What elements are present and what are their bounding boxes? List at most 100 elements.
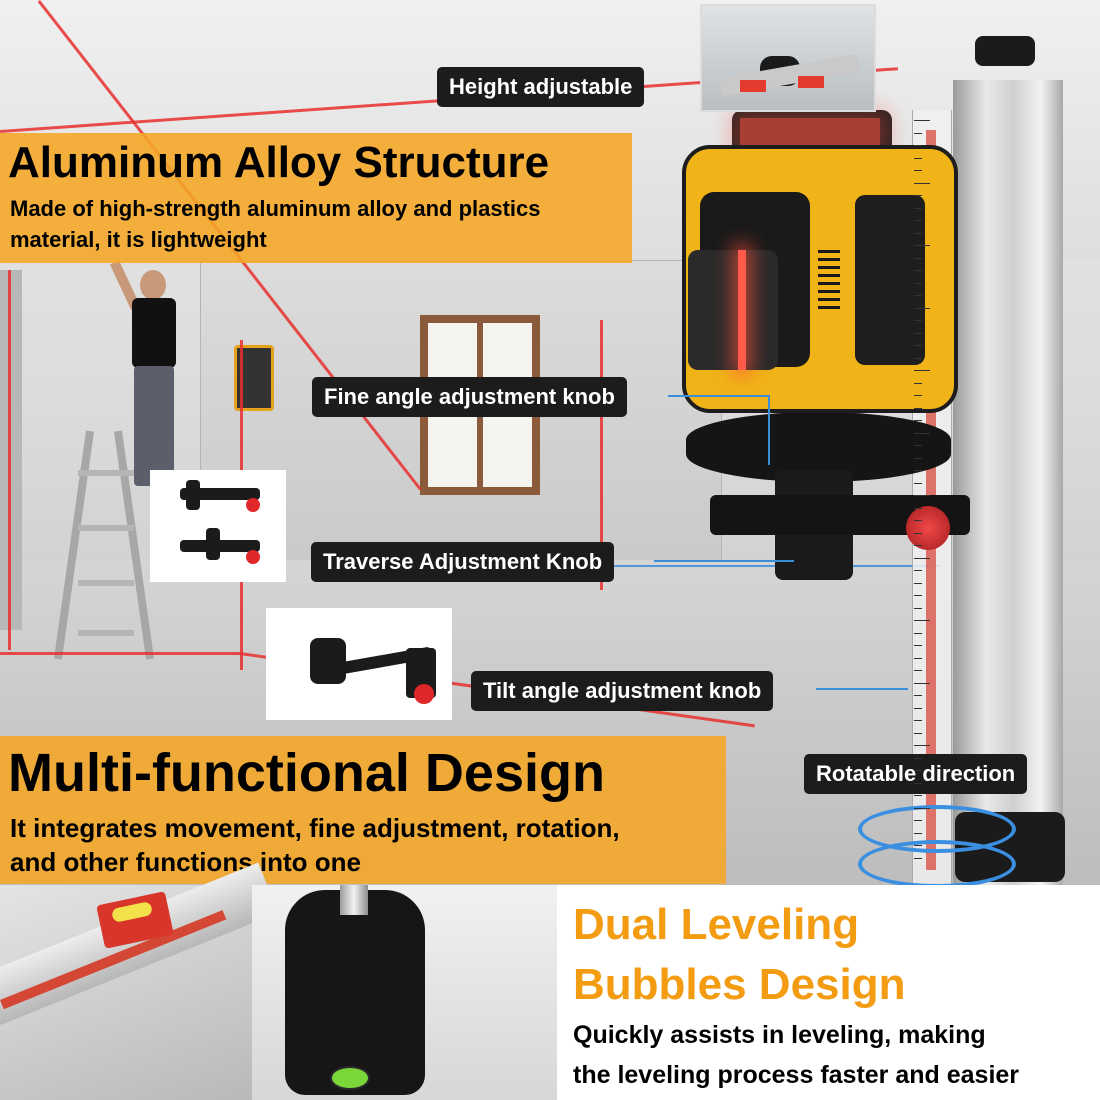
pointer-line [654, 560, 794, 562]
pole-top-knob[interactable] [975, 36, 1035, 66]
rotation-arrows-icon [858, 840, 1016, 888]
ruler-tick [914, 145, 922, 146]
ruler-tick [914, 595, 922, 596]
ruler-tick [914, 707, 922, 709]
worker-figure [109, 260, 190, 490]
ruler-tick [914, 370, 930, 371]
ruler-tick [914, 420, 922, 421]
door-frame [0, 270, 22, 630]
ruler-tick [914, 570, 922, 571]
ruler-tick [914, 645, 922, 646]
laser-emitter-window [688, 250, 778, 370]
ruler-tick [914, 157, 922, 159]
ruler-tick [914, 282, 922, 284]
laser-emitter-glow [738, 250, 746, 370]
ruler-tick [914, 557, 930, 559]
ruler-tick [914, 457, 922, 459]
traverse-knob-label: Traverse Adjustment Knob [311, 542, 615, 582]
ruler-tick [914, 482, 922, 484]
aluminum-desc-line2: material, it is lightweight [10, 227, 267, 252]
bubble-vial-icon [330, 1066, 370, 1090]
mount-screw [340, 885, 368, 915]
laser-top-glow [740, 118, 880, 148]
ruler-tick [914, 532, 922, 534]
ladder [54, 430, 154, 660]
ruler-tick [914, 257, 922, 259]
ruler-tick [914, 320, 922, 321]
tilt-part-inset [266, 608, 452, 720]
ruler-tick [914, 407, 922, 409]
ruler-tick [914, 495, 930, 496]
ruler-tick [914, 845, 922, 846]
multi-functional-desc-line1: It integrates movement, fine adjustment,… [10, 813, 620, 843]
ruler-tick [914, 357, 922, 359]
ruler-tick [914, 270, 922, 271]
ruler-tick [914, 545, 922, 546]
traverse-parts-inset [150, 470, 286, 582]
ruler-tick [914, 620, 930, 621]
ruler-tick [914, 807, 930, 809]
pointer-line [668, 395, 768, 397]
ruler-tick [914, 657, 922, 659]
laser-line [0, 652, 240, 655]
laser-side-panel [855, 195, 925, 365]
dual-leveling-title-line1: Dual Leveling [573, 900, 860, 949]
aluminum-panel [0, 133, 632, 263]
ruler-tick [914, 445, 922, 446]
aluminum-title: Aluminum Alloy Structure [8, 138, 550, 187]
dual-leveling-panel [557, 885, 1100, 1100]
ruler-tick [914, 632, 922, 634]
ruler-tick [914, 232, 922, 234]
ruler-tick [914, 770, 922, 771]
ruler-tick [914, 607, 922, 609]
ruler-tick [914, 682, 930, 684]
multi-functional-panel [0, 736, 726, 884]
ruler-tick [914, 507, 922, 509]
ruler-tick [914, 432, 930, 434]
ruler-tick [914, 832, 922, 834]
ruler-tick [914, 182, 930, 184]
height-adjustable-label: Height adjustable [437, 67, 645, 107]
ruler-tick [914, 382, 922, 384]
ruler-tick [914, 245, 930, 246]
ruler-tick [914, 220, 922, 221]
laser-line [8, 270, 11, 650]
ruler-tick [914, 757, 922, 759]
fine-angle-knob-label: Fine angle adjustment knob [312, 377, 627, 417]
ruler-tick [914, 782, 922, 784]
ruler-tick [914, 132, 922, 134]
ruler-tick [914, 720, 922, 721]
ruler-tick [914, 670, 922, 671]
dual-leveling-title-line2: Bubbles Design [573, 960, 906, 1009]
ruler-tick [914, 745, 930, 746]
ruler-tick [914, 120, 930, 121]
ruler-tick [914, 470, 922, 471]
ruler-tick [914, 170, 922, 171]
ruler-tick [914, 332, 922, 334]
pointer-line [816, 688, 908, 690]
ruler-tick [914, 795, 922, 796]
blue-laser-line [560, 565, 940, 567]
ruler-tick [914, 195, 922, 196]
ruler-tick [914, 207, 922, 209]
ruler-tick [914, 857, 922, 859]
dual-leveling-desc-line1: Quickly assists in leveling, making [573, 1021, 986, 1049]
ruler-tick [914, 820, 922, 821]
laser-line [600, 320, 603, 590]
mount-body [285, 890, 425, 1095]
ruler-tick [914, 732, 922, 734]
ruler-tick [914, 295, 922, 296]
aluminum-desc-line1: Made of high-strength aluminum alloy and… [10, 196, 541, 221]
multi-functional-title: Multi-functional Design [8, 743, 605, 803]
rotatable-direction-label: Rotatable direction [804, 754, 1028, 794]
ruler-tick [914, 307, 930, 309]
red-locking-knob[interactable] [906, 506, 950, 550]
ruler-tick [914, 582, 922, 584]
multi-functional-desc-line2: and other functions into one [10, 847, 361, 877]
tilt-angle-knob-label: Tilt angle adjustment knob [471, 671, 774, 711]
ruler-tick [914, 695, 922, 696]
dual-leveling-desc-line2: the leveling process faster and easier [573, 1061, 1020, 1089]
ruler-tick [914, 345, 922, 346]
height-adjust-inset [700, 4, 876, 112]
